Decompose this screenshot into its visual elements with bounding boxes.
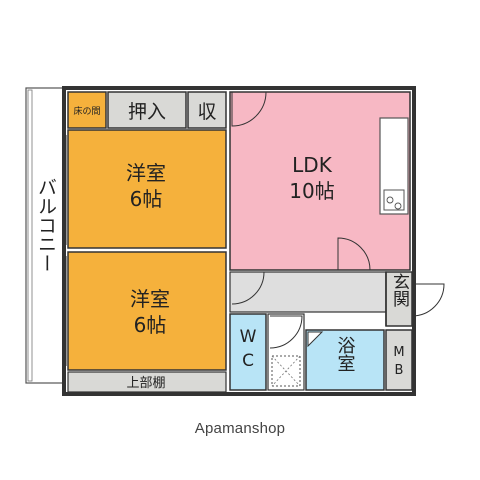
bath-room [305, 329, 385, 391]
upper-shelf-label: 上部棚 [126, 376, 165, 391]
balcony-label: バルコニー [35, 178, 57, 273]
door-swing-ldk-top [231, 91, 267, 127]
bath-label: 浴室 [335, 336, 356, 372]
balcony-railing [27, 89, 33, 382]
western-top-name: 洋室 [126, 161, 166, 185]
oshiire-closet [107, 91, 187, 129]
burner-icon [394, 202, 402, 210]
storage-closet [187, 91, 227, 129]
mb-label-line2: B [395, 363, 404, 378]
hallway [229, 271, 387, 313]
ldk-name: LDK [292, 153, 333, 177]
stove-icon [383, 189, 405, 211]
mb-label-line1: M [393, 345, 404, 360]
closet-nook-label: 床の間 [73, 105, 100, 117]
burner-icon [386, 196, 394, 204]
outer-wall [62, 86, 416, 396]
entrance-label: 玄関 [389, 273, 409, 307]
western-bottom-name: 洋室 [130, 287, 170, 311]
wc-label-line1: W [240, 327, 257, 347]
door-swing-ldk-bottom [337, 237, 371, 271]
bath-entry-marker [307, 331, 324, 348]
wc-label-line2: C [242, 351, 254, 371]
door-swing-wash [269, 315, 303, 349]
door-swing-entrance [411, 283, 445, 317]
mb-space [385, 329, 413, 391]
western-room-bottom [67, 251, 227, 371]
western-top-size: 6帖 [130, 187, 163, 211]
ldk-size: 10帖 [289, 179, 334, 203]
western-room-top [67, 129, 227, 249]
washer-pan-cross [271, 355, 301, 387]
wc-room [229, 313, 267, 391]
entrance [385, 271, 413, 327]
oshiire-label: 押入 [128, 101, 166, 123]
closet-nook [67, 91, 107, 129]
western-bottom-size: 6帖 [134, 313, 167, 337]
door-swing-hallway [231, 271, 265, 305]
brand-watermark: Apamanshop [194, 420, 286, 437]
storage-label: 収 [197, 101, 216, 123]
